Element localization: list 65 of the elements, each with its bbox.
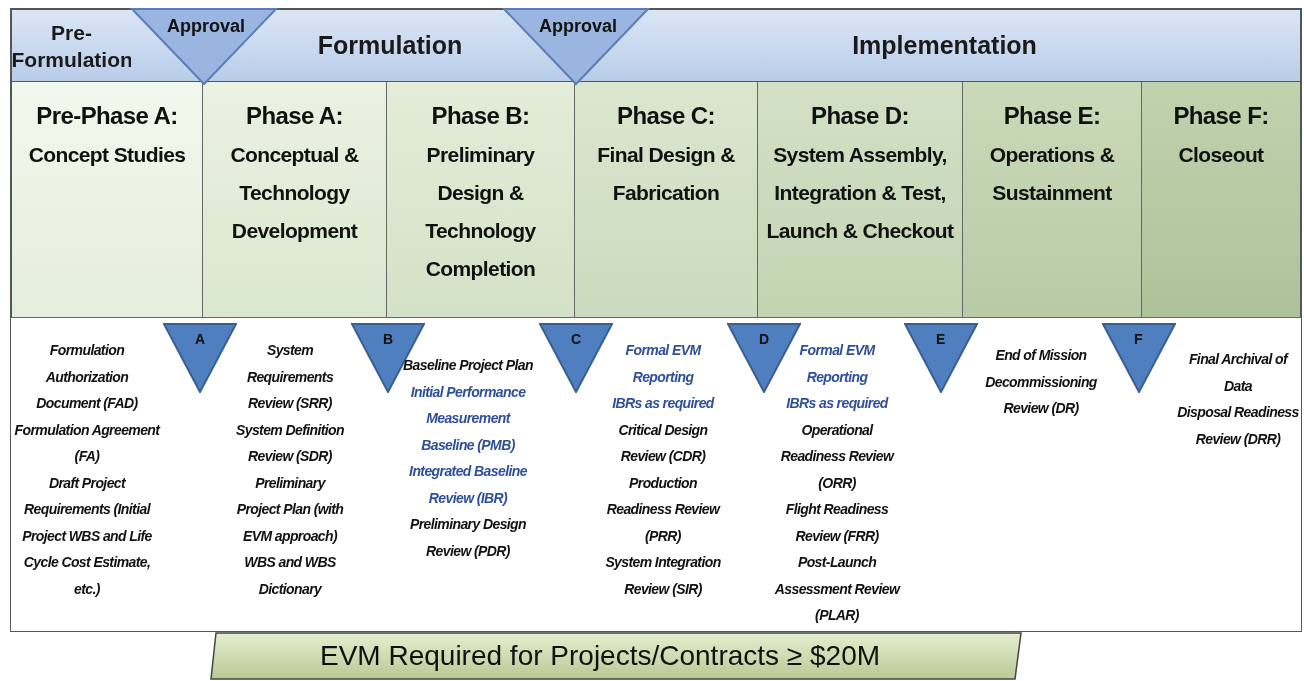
milestone-letter: F — [1134, 331, 1143, 347]
milestone-activity: Formulation Authorization Document (FAD) — [35, 341, 139, 413]
band-title: Pre-Formulation — [11, 19, 132, 73]
milestone-triangle — [163, 323, 237, 393]
phase-description: System Assembly, Integration & Test, Launch & Checkout — [766, 142, 954, 244]
phase-heading: Phase D: — [811, 101, 909, 131]
milestone-activity: Integrated Baseline Review (IBR) — [408, 462, 528, 508]
phase-box — [10, 82, 203, 318]
milestone-activity: Critical Design Review (CDR) — [617, 420, 709, 466]
phase-box — [387, 82, 575, 318]
milestone-activity: Disposal Readiness Review (DRR) — [1176, 403, 1300, 449]
phase-heading: Phase C: — [617, 101, 715, 131]
phase-band — [649, 8, 1302, 82]
milestone-activity: End of Mission Decommissioning Review (DR) — [984, 346, 1098, 418]
milestone-activity: IBRs as required — [785, 394, 890, 413]
milestone-letter: A — [195, 331, 206, 347]
phase-heading: Phase F: — [1173, 101, 1269, 131]
phase-description: Concept Studies — [28, 142, 186, 168]
phase-heading: Phase E: — [1003, 101, 1101, 131]
requirement-banner — [210, 632, 1022, 680]
milestone-activity: Formulation Agreement (FA) — [14, 420, 160, 466]
milestone-activity: WBS and WBS Dictionary — [243, 553, 337, 599]
milestone-activity: Preliminary Design Review (PDR) — [409, 515, 527, 561]
milestone-activity: Operational Readiness Review (ORR) — [779, 420, 896, 493]
milestone-activity: System Definition Review (SDR) — [234, 420, 345, 466]
band-title: Formulation — [317, 32, 463, 59]
milestone-activity: Preliminary Project Plan (with EVM approach) — [235, 473, 345, 546]
phase-description: Operations & Sustainment — [988, 142, 1116, 206]
phase-description: Final Design & Fabrication — [596, 142, 736, 206]
milestone-letter: B — [383, 331, 394, 347]
phase-heading: Pre-Phase A: — [36, 101, 178, 131]
banner-text: EVM Required for Projects/Contracts ≥ $20M — [320, 640, 881, 672]
approval-label: Approval — [167, 16, 245, 37]
milestone-activity: Baseline Project Plan — [402, 356, 534, 375]
milestone-activity: IBRs as required — [611, 394, 716, 413]
phase-heading: Phase A: — [246, 101, 343, 131]
milestone-activity: Production Readiness Review (PRR) — [605, 473, 722, 546]
milestone-activity: System Requirements Review (SRR) — [245, 341, 335, 413]
phase-box — [203, 82, 387, 318]
phase-band — [10, 8, 131, 82]
milestone-letter: C — [571, 331, 582, 347]
milestone-activity: Post-Launch Assessment Review (PLAR) — [773, 553, 902, 625]
phase-box — [963, 82, 1142, 318]
milestone-activity: System Integration Review (SIR) — [604, 553, 722, 599]
milestone-triangle — [904, 323, 978, 393]
phase-box — [758, 82, 963, 318]
phase-box — [575, 82, 758, 318]
milestone-activity: Draft Project Requirements (Initial Project WBS and Life Cycle Cost Estimate, etc.) — [21, 473, 153, 599]
milestone-activity: Final Archival of Data — [1187, 350, 1290, 396]
phase-description: Preliminary Design & Technology Completion — [424, 142, 537, 282]
phase-box — [1142, 82, 1302, 318]
phase-heading: Phase B: — [431, 101, 530, 131]
approval-label: Approval — [539, 16, 617, 37]
milestone-triangle — [539, 323, 613, 393]
phase-description: Conceptual & Technology Development — [229, 142, 360, 244]
milestone-activity: Formal EVM Reporting — [798, 341, 877, 387]
milestone-activity: Flight Readiness Review (FRR) — [784, 500, 890, 546]
band-title: Implementation — [852, 32, 1037, 59]
milestone-triangle — [727, 323, 801, 393]
milestone-letter: E — [936, 331, 946, 347]
milestone-activity: Formal EVM Reporting — [624, 341, 703, 387]
milestone-letter: D — [759, 331, 770, 347]
milestone-triangle — [1102, 323, 1176, 393]
phase-description: Closeout — [1178, 142, 1264, 168]
milestone-activity: Initial Performance Measurement Baseline (PMB) — [409, 382, 527, 455]
